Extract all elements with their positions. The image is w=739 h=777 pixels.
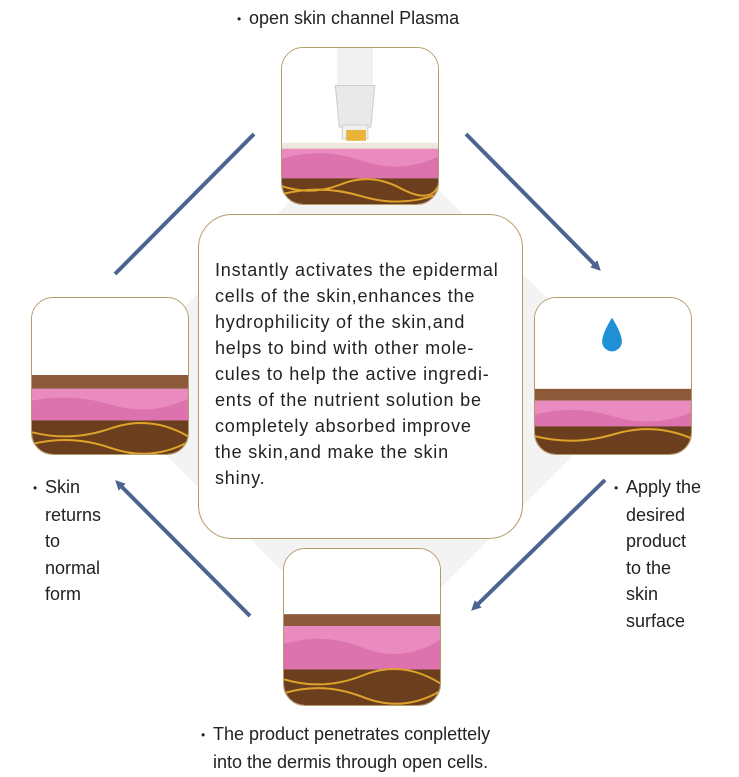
bullet-icon: • [201,728,206,742]
caption-bottom: •The product penetrates conplettely into… [201,724,491,772]
penetration-image [284,549,440,705]
caption-top: •open skin channel Plasma [237,5,459,33]
arrow-right-bottom [471,478,607,611]
description-box: Instantly activates the epidermal cells … [198,214,523,539]
caption-left: •Skin returns to normal form [33,477,102,604]
bullet-icon: • [237,12,242,26]
caption-right: •Apply the desired product to the skin s… [614,477,702,631]
panel-apply-product [534,297,692,455]
bullet-icon: • [33,481,38,495]
apply-product-image [535,298,691,454]
panel-penetration [283,548,441,706]
arrow-bottom-left [115,480,252,618]
description-text: Instantly activates the epidermal cells … [215,260,499,488]
normal-skin-image [32,298,188,454]
droplet-icon [602,317,622,352]
plasma-device-image [282,48,438,204]
panel-normal-skin [31,297,189,455]
arrow-top-right [464,132,601,271]
bullet-icon: • [614,481,619,495]
panel-plasma-device [281,47,439,205]
arrow-left-top [113,132,256,276]
